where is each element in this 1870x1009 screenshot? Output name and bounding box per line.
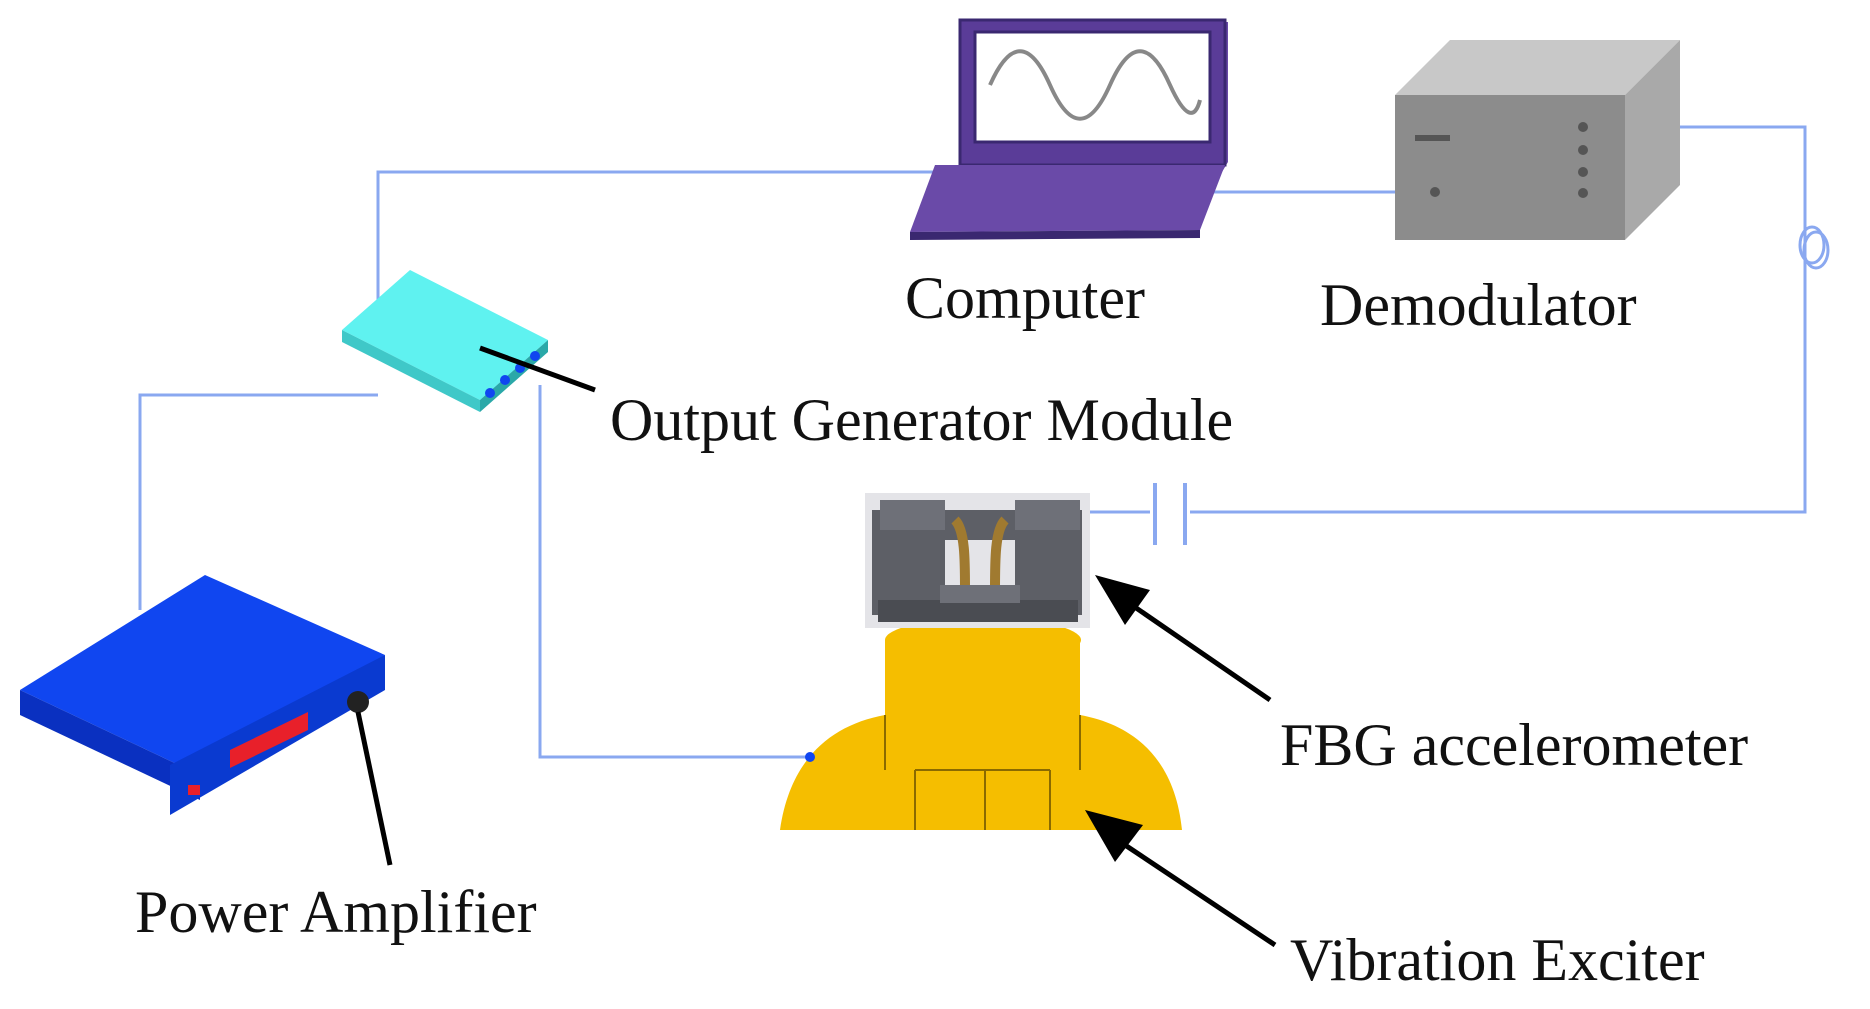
label-vibration-exciter: Vibration Exciter [1290,927,1705,993]
leader-exciter [1108,832,1277,948]
wire-computer-generator [376,170,935,308]
label-computer: Computer [905,265,1145,331]
wire-generator-amplifier [138,393,378,610]
label-fbg-accelerometer: FBG accelerometer [1280,712,1748,778]
fiber-connector-icon [1153,483,1187,545]
arrow-head-exciter [1085,810,1143,862]
wire-generator-exciter [538,385,810,759]
label-demodulator: Demodulator [1320,272,1637,338]
wire-demodulator-fiber [1190,125,1807,514]
connection-wires [138,125,1807,759]
leader-lines [355,345,1277,948]
box-device-icon [1395,40,1680,240]
accelerometer-icon [865,493,1090,628]
label-output-generator: Output Generator Module [610,387,1233,453]
fiber-coil-icon [1798,225,1830,270]
leader-generator [479,345,596,393]
laptop-icon [910,18,1228,240]
amplifier-rack-icon [20,575,385,815]
signal-generator-icon [342,270,548,412]
label-power-amplifier: Power Amplifier [135,879,537,945]
arrow-head-fbg [1095,575,1150,625]
leader-amplifier [355,711,393,866]
shaker-icon [780,618,1182,830]
